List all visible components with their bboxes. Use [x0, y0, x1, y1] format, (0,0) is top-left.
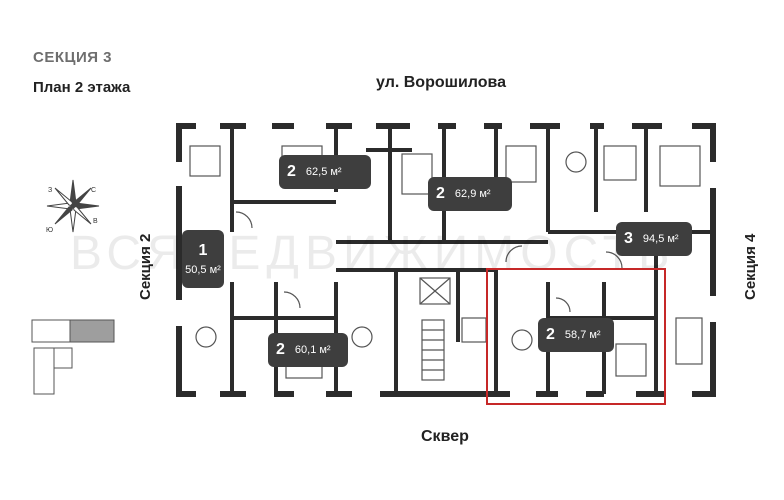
compass-west: З: [48, 187, 52, 194]
apartment-rooms: 1: [198, 242, 208, 259]
apartment-area: 62,5 м²: [305, 166, 342, 178]
apartment-area: 62,9 м²: [454, 188, 491, 200]
section-4-label[interactable]: Секция 4: [742, 233, 759, 300]
apartment-area: 94,5 м²: [642, 233, 679, 245]
minimap-active-section: [69, 319, 115, 343]
apartment-badge-58-7[interactable]: 2 58,7 м²: [538, 318, 614, 352]
apartment-badge-50-5[interactable]: 1 50,5 м²: [182, 230, 224, 288]
compass-east: В: [93, 218, 98, 225]
square-label: Сквер: [421, 428, 469, 445]
apartment-area: 50,5 м²: [185, 264, 221, 276]
apartment-rooms: 2: [436, 185, 445, 202]
section-title: СЕКЦИЯ 3: [33, 49, 113, 66]
apartment-rooms: 2: [546, 326, 555, 343]
apartment-rooms: 2: [287, 163, 296, 180]
building-minimap: [31, 319, 115, 395]
apartment-badge-94-5[interactable]: 3 94,5 м²: [616, 222, 692, 256]
compass-north: С: [91, 187, 96, 194]
apartment-rooms: 3: [624, 230, 633, 247]
apartment-badge-60-1[interactable]: 2 60,1 м²: [268, 333, 348, 367]
apartment-rooms: 2: [276, 341, 285, 358]
watermark: ВСЯНЕДВИЖИМОСТЬ: [70, 227, 676, 280]
compass-south: Ю: [46, 227, 53, 234]
apartment-badge-62-5[interactable]: 2 62,5 м²: [279, 155, 371, 189]
selected-apartment-highlight: [486, 268, 666, 405]
apartment-badge-62-9[interactable]: 2 62,9 м²: [428, 177, 512, 211]
street-label: ул. Ворошилова: [376, 74, 507, 91]
apartment-area: 60,1 м²: [294, 344, 331, 356]
compass-rose-icon: З С Ю В: [46, 179, 100, 234]
floor-plan-title: План 2 этажа: [33, 79, 131, 96]
apartment-area: 58,7 м²: [564, 329, 601, 341]
